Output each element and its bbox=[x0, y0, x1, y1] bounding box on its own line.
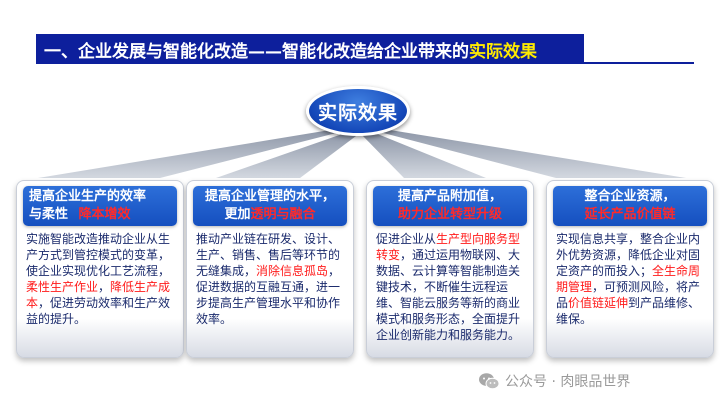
card-2-header-line2-wrap: 更加透明与融合 bbox=[199, 206, 341, 224]
effect-card-1: 提高企业生产的效率 与柔性 降本增效 实施智能改造推动企业从生产方式到管控模式的… bbox=[16, 180, 184, 358]
card-1-text-2: ， bbox=[98, 280, 111, 294]
card-2-header-line1: 提高企业管理的水平， bbox=[204, 189, 335, 204]
page-title: 一、企业发展与智能化改造——智能化改造给企业带来的实际效果 bbox=[36, 34, 584, 64]
effect-card-2: 提高企业管理的水平， 更加透明与融合 推动产业链在研发、设计、生产、销售、售后等… bbox=[186, 180, 354, 358]
card-4-body: 实现信息共享，整合企业内外优势资源，降低企业对固定资产的而投入；全生命周期管理，… bbox=[556, 231, 706, 327]
watermark-text: 公众号 · 肉眼品世界 bbox=[505, 374, 631, 390]
card-4-text-1: 实现信息共享，整合企业内外优势资源，降低企业对固定资产的而投入； bbox=[556, 232, 701, 278]
card-1-header-line1: 提高企业生产的效率 bbox=[29, 189, 147, 204]
wechat-icon bbox=[479, 373, 500, 390]
connector-1 bbox=[38, 130, 348, 178]
card-4-red-2: 价值链延伸 bbox=[568, 296, 629, 310]
card-3-text-2: ，通过运用物联网、大数据、云计算等智能制造关键技术，不断催生远程运维、智能云服务… bbox=[376, 248, 521, 342]
card-4-text-3: 到产品维修、维保。 bbox=[556, 296, 701, 326]
card-2-red-1: 消除信息孤岛 bbox=[256, 264, 329, 278]
connector-2 bbox=[216, 133, 360, 178]
card-4-header-line1: 整合企业资源， bbox=[584, 189, 676, 204]
card-2-text-2: ，促进数据的互融互通，进一步提高生产管理水平和协作效率。 bbox=[196, 264, 341, 326]
card-4-header: 整合企业资源， 延长产品价值链 bbox=[553, 186, 707, 226]
card-2-header-red: 透明与融合 bbox=[250, 207, 316, 222]
card-2-text-1: 推动产业链在研发、设计、生产、销售、售后等环节的无缝集成， bbox=[196, 232, 341, 278]
watermark: 公众号 · 肉眼品世界 bbox=[478, 370, 630, 392]
card-1-header-line2: 与柔性 bbox=[29, 207, 69, 222]
card-1-text-3: ，促进劳动效率和生产效益的提升。 bbox=[26, 296, 171, 326]
card-3-red-1: 生产型向服务型转变 bbox=[376, 232, 521, 262]
card-3-header-red: 助力企业转型升级 bbox=[397, 207, 502, 222]
card-2-body: 推动产业链在研发、设计、生产、销售、售后等环节的无缝集成，消除信息孤岛，促进数据… bbox=[196, 231, 346, 327]
card-4-red-1: 全生命周期管理 bbox=[556, 264, 701, 294]
card-1-header-red: 降本增效 bbox=[78, 207, 131, 222]
card-2-header-line2: 更加 bbox=[224, 207, 251, 222]
card-3-header: 提高产品附加值， 助力企业转型升级 bbox=[373, 186, 527, 226]
card-3-body: 促进企业从生产型向服务型转变，通过运用物联网、大数据、云计算等智能制造关键技术，… bbox=[376, 231, 526, 343]
card-3-text-1: 促进企业从 bbox=[376, 232, 437, 246]
card-1-red-1: 柔性生产作业 bbox=[26, 280, 99, 294]
effect-card-4: 整合企业资源， 延长产品价值链 实现信息共享，整合企业内外优势资源，降低企业对固… bbox=[546, 180, 714, 358]
title-highlight: 实际效果 bbox=[469, 41, 537, 62]
card-2-header: 提高企业管理的水平， 更加透明与融合 bbox=[193, 186, 347, 226]
card-1-text-1: 实施智能改造推动企业从生产方式到管控模式的变革，使企业实现优化工艺流程， bbox=[26, 232, 171, 278]
card-3-header-line1: 提高产品附加值， bbox=[397, 189, 502, 204]
card-1-red-2: 降低生产成本 bbox=[26, 280, 171, 310]
card-1-header: 提高企业生产的效率 与柔性 降本增效 bbox=[23, 186, 177, 226]
connector-4 bbox=[372, 130, 686, 178]
title-main: 一、企业发展与智能化改造——智能化改造给企业带来的 bbox=[44, 41, 469, 62]
connector-3 bbox=[360, 133, 486, 178]
effect-card-3: 提高产品附加值， 助力企业转型升级 促进企业从生产型向服务型转变，通过运用物联网… bbox=[366, 180, 534, 358]
center-node: 实际效果 bbox=[306, 86, 410, 136]
card-1-header-line2-wrap: 与柔性 降本增效 bbox=[29, 206, 171, 224]
card-1-body: 实施智能改造推动企业从生产方式到管控模式的变革，使企业实现优化工艺流程， 柔性生产… bbox=[26, 231, 176, 327]
card-4-header-red: 延长产品价值链 bbox=[584, 207, 676, 222]
title-underline bbox=[584, 62, 694, 64]
card-4-text-2: ，可预测风险，将产品 bbox=[556, 280, 701, 310]
